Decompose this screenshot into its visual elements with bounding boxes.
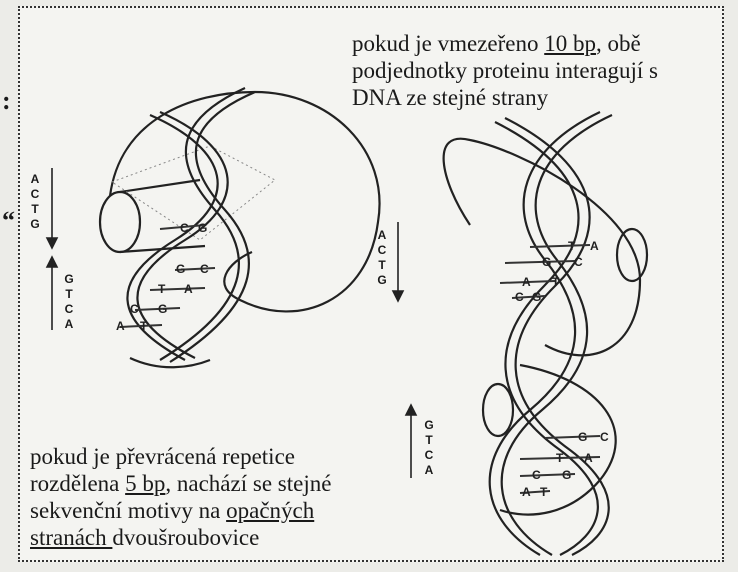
caption-top-line3: DNA ze stejné strany	[352, 84, 658, 111]
right-bottom-pair-3-r: G	[562, 468, 571, 482]
right-bottom-pair-2-l: T	[556, 451, 564, 465]
caption-bottom-line2-a: rozdělena	[30, 471, 125, 496]
left-helix-tail	[130, 358, 210, 367]
caption-top-spacing-10bp: 10 bp	[544, 31, 596, 56]
left-protein-loop	[110, 92, 380, 311]
caption-bottom-line2-b: , nachází se stejné	[165, 471, 331, 496]
left-pair-4-r: G	[158, 302, 167, 316]
caption-bottom-sides: stranách	[30, 525, 112, 550]
left-pair-5-l: A	[116, 319, 125, 333]
right-strand-down-2: C	[375, 243, 389, 258]
right-cylinder-top-end	[617, 229, 647, 281]
caption-bottom-spacing-5bp: 5 bp	[125, 471, 165, 496]
left-strand-up-2: T	[62, 287, 76, 302]
caption-top: pokud je vmezeřeno 10 bp, obě podjednotk…	[352, 30, 658, 111]
left-strand-up-3: C	[62, 302, 76, 317]
right-strand-down: A C T G	[375, 228, 389, 288]
right-top-pair-1-l: T	[568, 239, 576, 253]
right-bottom-pair-4-l: A	[522, 485, 531, 499]
left-strand-down-1: A	[28, 172, 42, 187]
caption-top-line1-a: pokud je vmezeřeno	[352, 31, 544, 56]
left-strand-down: A C T G	[28, 172, 42, 232]
left-pair-3-r: A	[184, 282, 193, 296]
left-cylinder-end	[100, 192, 140, 252]
right-bottom-pair-3-l: C	[532, 468, 541, 482]
caption-bottom-opposite: opačných	[226, 498, 314, 523]
right-strand-up-2: T	[422, 433, 436, 448]
right-helix-strand-a-inner	[505, 118, 609, 555]
caption-bottom: pokud je převrácená repetice rozdělena 5…	[30, 443, 331, 551]
right-cylinder-bottom-end	[483, 384, 513, 436]
caption-bottom-line1: pokud je převrácená repetice	[30, 443, 331, 470]
right-strand-up: G T C A	[422, 418, 436, 478]
right-top-pair-2-l: G	[542, 255, 551, 269]
right-bottom-pair-1-l: G	[578, 430, 587, 444]
right-strand-up-1: G	[422, 418, 436, 433]
left-pair-5-r: T	[140, 319, 148, 333]
left-strand-up: G T C A	[62, 272, 76, 332]
left-strand-down-2: C	[28, 187, 42, 202]
left-pair-2-l: G	[176, 262, 185, 276]
right-top-pair-2-r: C	[574, 255, 583, 269]
left-pair-4-l: C	[130, 302, 139, 316]
right-bottom-pair-1-r: C	[600, 430, 609, 444]
right-top-pair-4-r: G	[532, 290, 541, 304]
right-strand-up-4: A	[422, 463, 436, 478]
left-pair-1-l: C	[180, 221, 189, 235]
right-strand-down-4: G	[375, 273, 389, 288]
left-strand-up-4: A	[62, 317, 76, 332]
left-strand-down-3: T	[28, 202, 42, 217]
left-pair-3-l: T	[158, 282, 166, 296]
right-bottom-pair-2-r: A	[584, 451, 593, 465]
caption-bottom-line4-b: dvoušroubovice	[112, 525, 259, 550]
left-strand-up-1: G	[62, 272, 76, 287]
left-pair-2-r: C	[200, 262, 209, 276]
right-top-pair-1-r: A	[590, 239, 599, 253]
right-top-pair-4-l: C	[515, 290, 524, 304]
caption-top-line1-b: , obě	[596, 31, 641, 56]
right-top-pair-3-l: A	[522, 275, 531, 289]
right-strand-up-3: C	[422, 448, 436, 463]
left-strand-down-4: G	[28, 217, 42, 232]
caption-bottom-line3-a: sekvenční motivy na	[30, 498, 226, 523]
right-bottom-pair-4-r: T	[540, 485, 548, 499]
right-strand-down-1: A	[375, 228, 389, 243]
caption-top-line2: podjednotky proteinu interagují s	[352, 57, 658, 84]
right-strand-down-3: T	[375, 258, 389, 273]
right-top-pair-3-r: T	[552, 275, 560, 289]
left-pair-1-r: G	[198, 221, 207, 235]
left-cylinder-body	[120, 180, 205, 252]
